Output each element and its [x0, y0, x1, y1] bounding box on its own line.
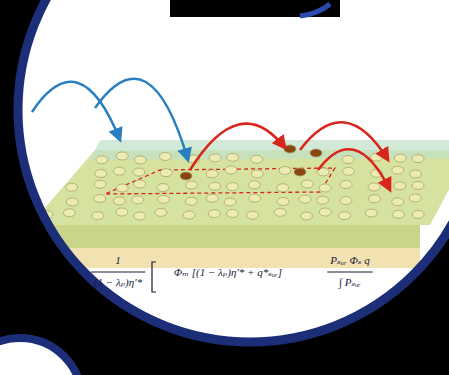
grain — [159, 152, 171, 160]
grain — [342, 167, 354, 175]
grain — [409, 194, 421, 202]
lens-rim — [18, 0, 449, 342]
grain — [301, 212, 313, 220]
grain — [92, 212, 104, 220]
grain — [113, 167, 125, 175]
grain — [340, 180, 352, 188]
grain — [371, 153, 383, 161]
formula-term: Pₛᵤᵣ Φₛ q — [330, 254, 369, 266]
grain — [317, 196, 329, 204]
grain — [63, 209, 75, 217]
grain — [412, 210, 424, 218]
grain — [279, 167, 291, 175]
hop-arrow — [318, 149, 390, 190]
grain — [251, 170, 263, 178]
title-swoosh — [300, 4, 330, 16]
hop-arrow — [300, 122, 388, 160]
grain — [247, 211, 259, 219]
hop-arrow — [95, 79, 188, 160]
grain — [133, 168, 145, 176]
formula-term: (1 − λₚ)η′* — [94, 276, 142, 288]
grain — [274, 208, 286, 216]
grain — [209, 154, 221, 162]
grain — [94, 180, 106, 188]
grain — [319, 208, 331, 216]
grain — [394, 154, 406, 162]
fraction-bar — [327, 272, 372, 273]
grain — [134, 156, 146, 164]
title-fragment — [170, 0, 340, 17]
grain — [319, 184, 331, 192]
film-top — [30, 150, 449, 225]
base-layer — [30, 225, 420, 268]
grain — [183, 211, 195, 219]
grain — [224, 198, 236, 206]
grain — [157, 184, 169, 192]
grain — [96, 156, 108, 164]
grain — [412, 155, 424, 163]
grain — [249, 194, 261, 202]
formula-bracket — [152, 262, 156, 292]
grain — [160, 169, 172, 177]
grain — [225, 166, 237, 174]
grain — [393, 210, 405, 218]
grain — [310, 149, 322, 157]
grain — [113, 197, 125, 205]
grain — [208, 210, 220, 218]
grain — [299, 195, 311, 203]
grain — [392, 198, 404, 206]
lens-face — [18, 0, 449, 342]
grain — [251, 155, 263, 163]
second-lens — [0, 338, 82, 375]
grain — [412, 181, 424, 189]
formula-term: Φₘ [(1 − λₚ)η′* + q*ₛᵤᵣ] — [174, 266, 282, 278]
grain — [248, 181, 260, 189]
grain — [284, 145, 296, 153]
grain — [206, 194, 218, 202]
grain — [368, 195, 380, 203]
grain — [392, 166, 404, 174]
grain — [116, 184, 128, 192]
grain — [66, 183, 78, 191]
grain — [157, 195, 169, 203]
hop-arrow — [32, 82, 120, 140]
grain — [134, 180, 146, 188]
grain — [368, 183, 380, 191]
grain — [209, 182, 221, 190]
hop-arrow — [190, 124, 285, 170]
formula-term: ∫ Pₛᵤᵣ — [339, 276, 361, 288]
fraction-bar — [91, 272, 145, 273]
grain — [185, 197, 197, 205]
grain — [155, 208, 167, 216]
grain — [340, 197, 352, 205]
grain — [206, 170, 218, 178]
grain — [277, 198, 289, 206]
grain — [116, 208, 128, 216]
grain — [365, 209, 377, 217]
grain — [277, 184, 289, 192]
grain — [134, 212, 146, 220]
formula-term: 1 — [115, 254, 121, 266]
grain — [94, 194, 106, 202]
grain — [116, 152, 128, 160]
grain — [301, 180, 313, 188]
grain — [339, 212, 351, 220]
grain — [342, 156, 354, 164]
grain — [294, 168, 306, 176]
grain — [227, 153, 239, 161]
grain — [186, 181, 198, 189]
region-outline — [105, 168, 335, 194]
grain — [226, 183, 238, 191]
grain — [180, 172, 192, 180]
middle-layer — [30, 225, 420, 248]
grain — [95, 169, 107, 177]
grain — [394, 182, 406, 190]
grain — [226, 209, 238, 217]
grain — [132, 196, 144, 204]
grain — [410, 170, 422, 178]
grain — [66, 198, 78, 206]
